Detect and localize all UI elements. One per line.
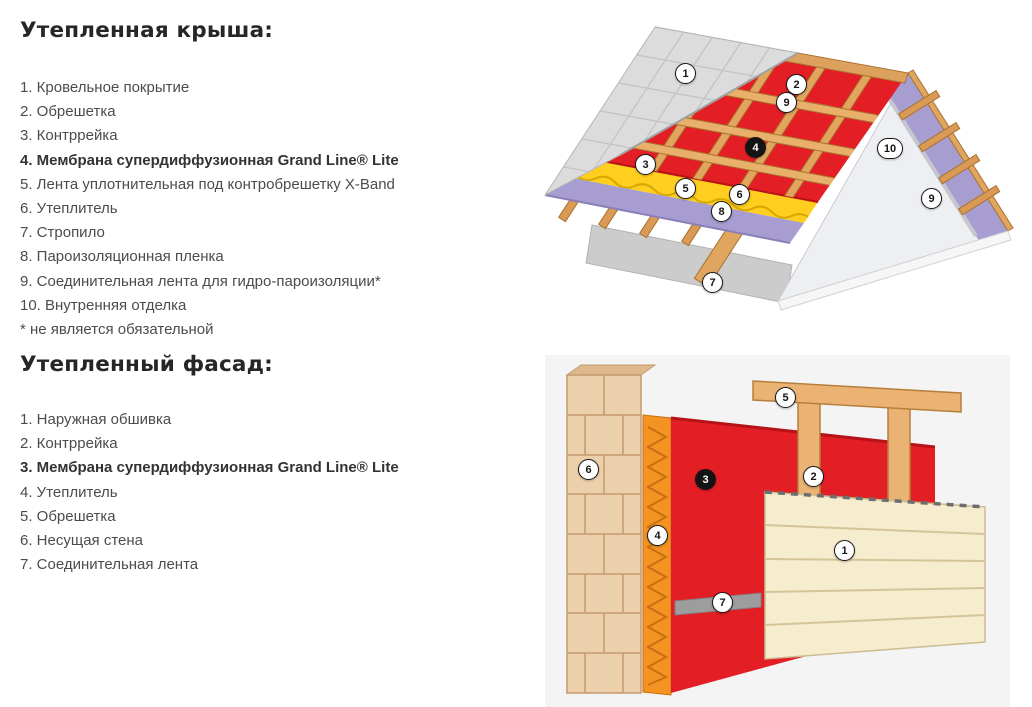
legend-item: 8. Пароизоляционная пленка [20, 248, 224, 266]
facade-batten [752, 380, 962, 413]
roof-callout-10: 10 [877, 138, 903, 159]
legend-item: 3. Контррейка [20, 127, 118, 145]
legend-item-highlight: 4. Мембрана супердиффузионная Grand Line… [20, 151, 399, 169]
roof-callout-9b: 9 [921, 188, 942, 209]
siding [764, 491, 986, 660]
roof-legend-list: 1. Кровельное покрытие 2. Обрешетка 3. К… [20, 76, 399, 342]
facade-callout-1: 1 [834, 540, 855, 561]
facade-callout-7: 7 [712, 592, 733, 613]
roof-callout-1: 1 [675, 63, 696, 84]
legend-item-highlight: 3. Мембрана супердиффузионная Grand Line… [20, 459, 399, 477]
roof-callout-6: 6 [729, 184, 750, 205]
roof-callout-7: 7 [702, 272, 723, 293]
roof-diagram: 1 2 9 4 3 5 6 8 10 9 7 [540, 5, 1032, 350]
roof-callout-2: 2 [786, 74, 807, 95]
legend-item: 7. Стропило [20, 224, 105, 242]
wall-top-edge [565, 364, 657, 376]
roof-callout-3: 3 [635, 154, 656, 175]
facade-callout-4: 4 [647, 525, 668, 546]
roof-callout-4: 4 [745, 137, 766, 158]
legend-item: 9. Соединительная лента для гидро-пароиз… [20, 272, 381, 290]
legend-item: 2. Контррейка [20, 435, 118, 453]
facade-callout-3: 3 [695, 469, 716, 490]
gable-bottom-strip [777, 230, 1012, 311]
facade-callout-2: 2 [803, 466, 824, 487]
legend-item: 10. Внутренняя отделка [20, 296, 187, 314]
legend-item: 6. Утеплитель [20, 200, 118, 218]
legend-item: 1. Наружная обшивка [20, 411, 172, 428]
roof-callout-9a: 9 [776, 92, 797, 113]
roof-callout-5: 5 [675, 178, 696, 199]
legend-item: 5. Обрешетка [20, 507, 116, 525]
roof-callout-8: 8 [711, 201, 732, 222]
legend-item: 5. Лента уплотнительная под контробрешет… [20, 175, 395, 193]
facade-illustration [545, 355, 1010, 707]
facade-callout-6: 6 [578, 459, 599, 480]
legend-item: 1. Кровельное покрытие [20, 79, 190, 96]
roof-section-title: Утепленная крыша: [20, 18, 274, 43]
facade-legend-list: 1. Наружная обшивка 2. Контррейка 3. Мем… [20, 408, 399, 577]
legend-item: 7. Соединительная лента [20, 556, 199, 574]
legend-footnote: * не является обязательной [20, 321, 214, 339]
gable-rafter-tails [898, 89, 1001, 216]
legend-item: 6. Несущая стена [20, 532, 143, 550]
siding-lock-edge [764, 490, 986, 509]
gable-fascia [907, 69, 1014, 232]
facade-section-title: Утепленный фасад: [20, 352, 273, 377]
vapor-barrier [545, 175, 804, 243]
roof-illustration [544, 26, 1014, 311]
legend-item: 4. Утеплитель [20, 483, 118, 501]
legend-item: 2. Обрешетка [20, 103, 116, 121]
facade-diagram: 5 6 3 2 4 1 7 [545, 355, 1010, 707]
legend-column: Утепленная крыша: 1. Кровельное покрытие… [20, 0, 525, 707]
facade-callout-5: 5 [775, 387, 796, 408]
